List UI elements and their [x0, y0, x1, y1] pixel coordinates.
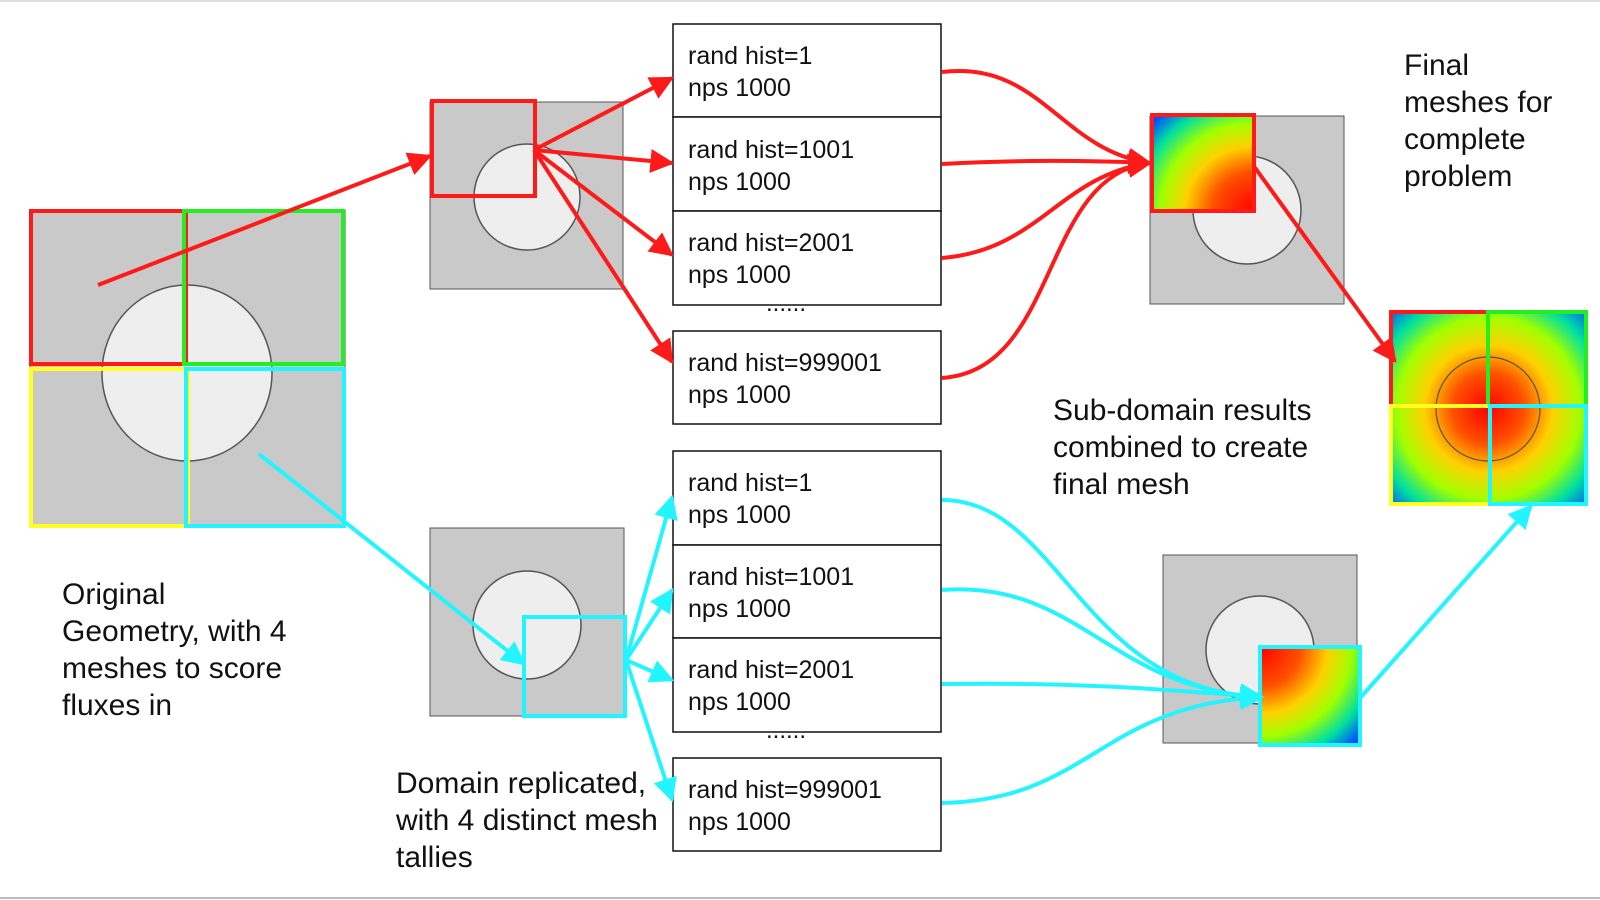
arrow-result-to-final [1358, 504, 1533, 700]
arrow-domain-to-run [625, 658, 675, 683]
run-box: rand hist=1 nps 1000 [672, 23, 942, 118]
final-meshes-caption: Final meshes for complete problem [1404, 49, 1561, 193]
run-box: rand hist=2001 nps 1000 [672, 637, 942, 733]
run-nps-label: nps 1000 [688, 381, 791, 409]
result-domain-bottom [1162, 554, 1362, 747]
arrow-domain-to-run [624, 587, 674, 662]
arrow-geometry-to-domain [257, 452, 526, 666]
run-box: rand hist=999001 nps 1000 [672, 757, 942, 852]
arrow-run-to-result [941, 686, 1265, 805]
ellipsis-top: ...... [766, 290, 806, 317]
mesh-green-outline [182, 209, 345, 366]
run-box: rand hist=1001 nps 1000 [672, 116, 942, 212]
run-boxes-bottom: rand hist=1 nps 1000 rand hist=1001 nps … [672, 450, 942, 852]
run-nps-label: nps 1000 [688, 808, 791, 836]
run-boxes-top: rand hist=1 nps 1000 rand hist=1001 nps … [672, 23, 942, 425]
replicated-domain-top [429, 99, 624, 290]
mesh-cyan-outline [184, 367, 346, 528]
arrow-run-to-result [941, 587, 1265, 708]
arrow-domain-to-run [533, 148, 675, 173]
cyan-heatmap-mesh [1260, 647, 1360, 745]
original-geometry [29, 209, 346, 528]
run-nps-label: nps 1000 [688, 261, 791, 289]
domain-replicated-caption: Domain replicated, with 4 distinct mesh … [395, 767, 666, 874]
run-nps-label: nps 1000 [688, 595, 791, 623]
run-nps-label: nps 1000 [688, 168, 791, 196]
run-rand-label: rand hist=2001 [688, 656, 854, 684]
original-geometry-caption: Original Geometry, with 4 meshes to scor… [62, 578, 295, 722]
final-combined-mesh [1389, 310, 1588, 506]
arrow-domain-to-run [533, 76, 675, 152]
run-box: rand hist=1 nps 1000 [672, 450, 942, 546]
run-box: rand hist=1001 nps 1000 [672, 544, 942, 639]
run-nps-label: nps 1000 [688, 74, 791, 102]
arrow-domain-to-run [532, 148, 674, 257]
arrow-domain-to-run [532, 148, 674, 365]
run-nps-label: nps 1000 [688, 688, 791, 716]
run-rand-label: rand hist=1 [688, 469, 812, 497]
ellipsis-bottom: ...... [766, 717, 806, 744]
run-rand-label: rand hist=1001 [688, 136, 854, 164]
arrow-domain-to-run [624, 494, 678, 661]
arrow-run-to-result [941, 68, 1153, 172]
domain-cyan-mesh [522, 615, 627, 718]
result-domain-top [1149, 113, 1345, 305]
run-box: rand hist=999001 nps 1000 [672, 330, 942, 425]
arrow-run-to-result [941, 153, 1153, 260]
run-box: rand hist=2001 nps 1000 [672, 210, 942, 306]
red-arrows [97, 68, 1397, 380]
run-rand-label: rand hist=999001 [688, 776, 882, 804]
arrow-run-to-result [941, 153, 1153, 380]
arrow-geometry-to-domain [97, 152, 433, 287]
arrow-run-to-result [941, 681, 1265, 708]
run-rand-label: rand hist=1 [688, 42, 812, 70]
run-rand-label: rand hist=999001 [688, 349, 882, 377]
replicated-domain-bottom [429, 527, 627, 718]
cyan-arrows [257, 452, 1533, 805]
arrow-run-to-result [941, 150, 1153, 175]
run-rand-label: rand hist=1001 [688, 563, 854, 591]
run-nps-label: nps 1000 [688, 501, 791, 529]
arrow-result-to-final [1251, 163, 1397, 363]
run-rand-label: rand hist=2001 [688, 229, 854, 257]
subdomain-results-caption: Sub-domain results combined to create fi… [1053, 394, 1320, 501]
red-heatmap-mesh [1152, 115, 1254, 211]
arrow-domain-to-run [624, 659, 677, 803]
